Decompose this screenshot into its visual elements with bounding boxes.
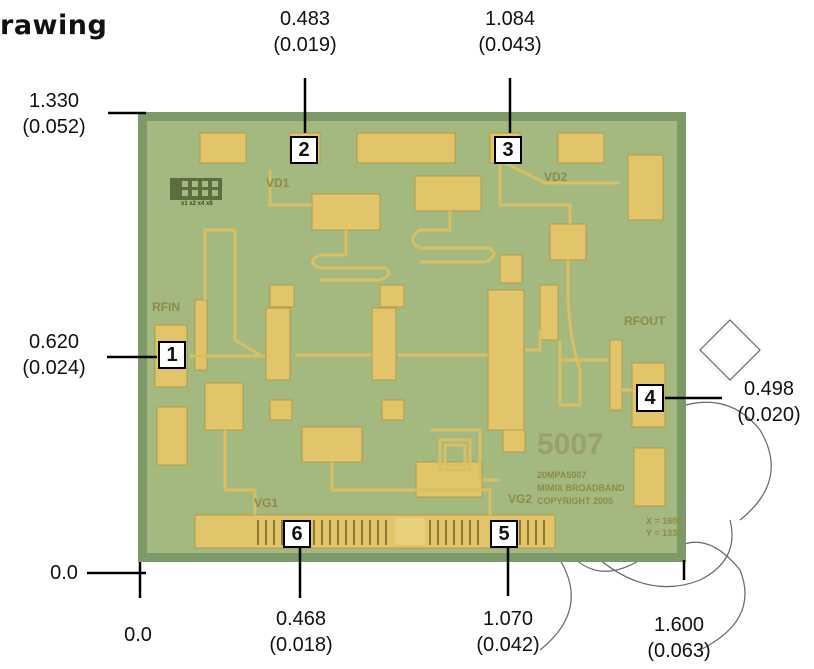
pad-6: 6	[283, 520, 311, 548]
dim-top-1084: 1.084 (0.043)	[467, 6, 553, 58]
circuit-blocks	[194, 175, 623, 498]
die-line-2: MIMIX BROADBAND	[537, 483, 625, 493]
dimension-lines	[87, 78, 722, 598]
rfin-label: RFIN	[152, 300, 180, 314]
vg1-label: VG1	[254, 496, 279, 510]
pad-5: 5	[490, 520, 518, 548]
page-title: rawing	[0, 10, 108, 41]
dim-in: (0.042)	[476, 634, 540, 656]
dim-mm: 0.498	[743, 378, 795, 400]
dim-in: (0.018)	[269, 634, 333, 656]
dim-bottom-1600: 1.600 (0.063)	[636, 612, 722, 664]
part-number: 5007	[537, 428, 604, 461]
grid-icon	[170, 178, 222, 200]
dim-origin-x: 0.0	[124, 624, 152, 646]
pad-3: 3	[494, 136, 522, 164]
grid-label: x1 x2 x4 x8	[181, 201, 213, 207]
dim-mm: 1.330	[28, 90, 80, 112]
dim-bottom-0468: 0.468 (0.018)	[258, 606, 344, 658]
vg2-label: VG2	[508, 492, 533, 506]
die-line-3: COPYRIGHT 2005	[537, 496, 614, 506]
dim-left-0620: 0.620 (0.024)	[4, 329, 104, 381]
die-x: X = 1600	[646, 516, 683, 526]
die-line-1: 20MPA5007	[537, 470, 587, 480]
dim-top-0483: 0.483 (0.019)	[262, 6, 348, 58]
dim-mm: 1.070	[482, 608, 534, 630]
dim-mm: 0.468	[275, 608, 327, 630]
dim-in: (0.020)	[737, 404, 801, 426]
dim-in: (0.019)	[273, 34, 337, 56]
traces	[190, 161, 632, 515]
dim-mm: 1.600	[653, 614, 705, 636]
vd2-label: VD2	[544, 170, 568, 184]
dim-in: (0.063)	[647, 640, 711, 662]
dim-right-0498: 0.498 (0.020)	[726, 376, 812, 428]
dim-left-1330: 1.330 (0.052)	[4, 88, 104, 140]
dim-bottom-1070: 1.070 (0.042)	[465, 606, 551, 658]
pad-4: 4	[636, 384, 664, 412]
dim-in: (0.043)	[478, 34, 542, 56]
dim-origin-y: 0.0	[50, 562, 78, 584]
rfout-label: RFOUT	[624, 314, 666, 328]
vd1-label: VD1	[266, 176, 290, 190]
dim-mm: 0.483	[279, 8, 331, 30]
dim-mm: 0.620	[28, 331, 80, 353]
pad-1: 1	[158, 341, 186, 369]
pad-2: 2	[290, 136, 318, 164]
dim-in: (0.052)	[22, 116, 86, 138]
dim-in: (0.024)	[22, 357, 86, 379]
dim-mm: 1.084	[484, 8, 536, 30]
die-y: Y = 1330	[646, 528, 683, 538]
